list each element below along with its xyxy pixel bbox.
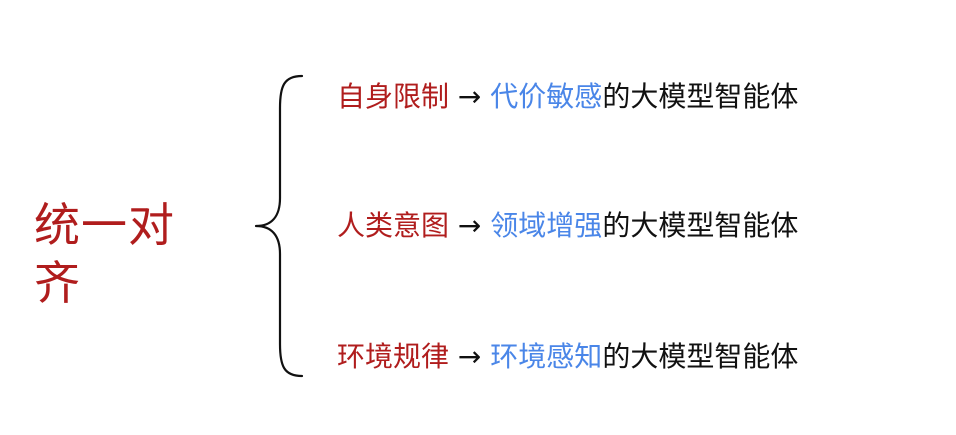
source-text: 人类意图 xyxy=(337,209,450,242)
suffix-text: 的大模型智能体 xyxy=(602,209,799,242)
curly-brace-icon xyxy=(254,74,304,378)
source-text: 环境规律 xyxy=(337,340,450,373)
source-text: 自身限制 xyxy=(337,80,450,113)
main-title: 统一对齐 xyxy=(34,198,175,310)
target-text: 领域增强 xyxy=(490,209,603,242)
brace-path xyxy=(254,74,304,378)
suffix-text: 的大模型智能体 xyxy=(602,340,799,373)
arrow-icon: → xyxy=(457,209,482,242)
mapping-item-3: 环境规律 → 环境感知的大模型智能体 xyxy=(337,340,817,374)
target-text: 环境感知 xyxy=(490,340,603,373)
suffix-text: 的大模型智能体 xyxy=(602,80,799,113)
arrow-icon: → xyxy=(457,340,482,373)
mapping-item-1: 自身限制 → 代价敏感的大模型智能体 xyxy=(337,80,817,114)
arrow-icon: → xyxy=(457,80,482,113)
mapping-item-2: 人类意图 → 领域增强的大模型智能体 xyxy=(337,209,817,243)
target-text: 代价敏感 xyxy=(490,80,603,113)
